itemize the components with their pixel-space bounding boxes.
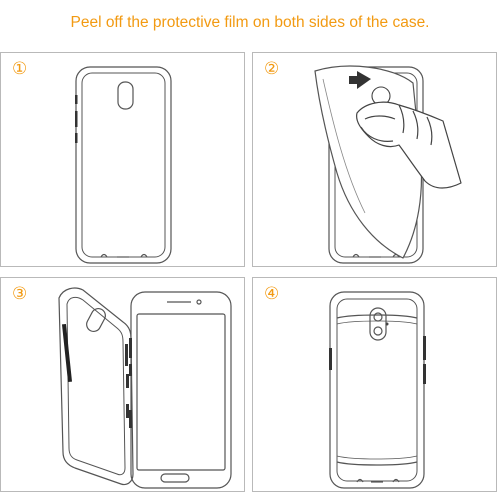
- instruction-title: Peel off the protective film on both sid…: [70, 14, 430, 31]
- case-back-icon: [75, 66, 172, 264]
- step-3-number: ③: [12, 284, 28, 304]
- peeling-film-hand-icon: [314, 65, 462, 264]
- step-4-number: ④: [264, 284, 280, 304]
- step-4-panel: ④: [252, 277, 497, 492]
- case-open-with-phone-icon: [58, 287, 232, 489]
- step-1-number: ①: [12, 59, 28, 79]
- assembled-case-icon: [329, 291, 426, 489]
- step-1-panel: ①: [0, 52, 245, 267]
- step-2-panel: ②: [252, 52, 497, 267]
- step-3-panel: ③: [0, 277, 245, 492]
- step-2-number: ②: [264, 59, 280, 79]
